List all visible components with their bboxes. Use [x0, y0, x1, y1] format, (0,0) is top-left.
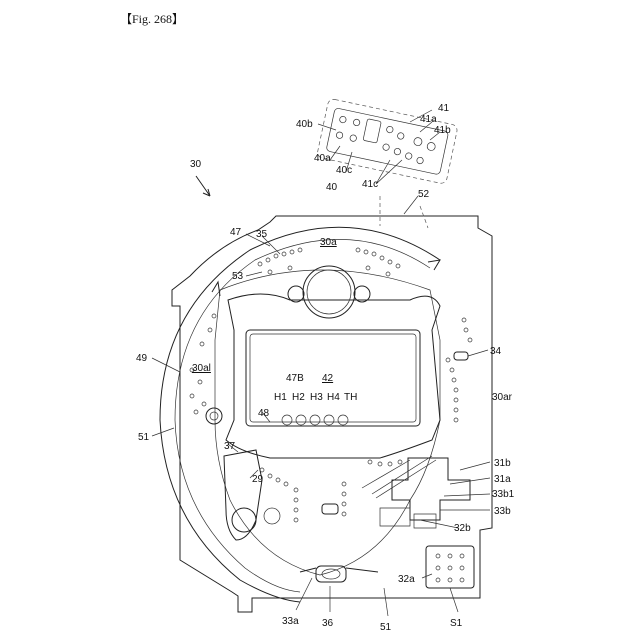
right-lower-frames — [380, 508, 436, 528]
label-40: 40 — [326, 182, 338, 193]
arrow-30-icon — [196, 176, 210, 196]
rear-panel-dots — [436, 554, 464, 582]
label-41c: 41c — [362, 179, 378, 190]
label-H1: H1 — [274, 392, 287, 403]
left-rail-outer — [160, 227, 440, 602]
label-30a: 30a — [320, 237, 337, 248]
label-40c: 40c — [336, 165, 352, 176]
label-30ar: 30ar — [492, 392, 513, 403]
label-30: 30 — [190, 159, 202, 170]
label-41: 41 — [438, 103, 450, 114]
label-40a: 40a — [314, 153, 331, 164]
label-31a: 31a — [494, 474, 511, 485]
panel-dash-link — [380, 196, 428, 228]
top-slot — [454, 352, 468, 360]
label-H2: H2 — [292, 392, 305, 403]
label-32b: 32b — [454, 523, 471, 534]
label-49: 49 — [136, 353, 148, 364]
label-33b: 33b — [494, 506, 511, 517]
label-H3: H3 — [310, 392, 323, 403]
pins-top — [258, 248, 400, 276]
label-52: 52 — [418, 189, 430, 200]
label-41a: 41a — [420, 114, 437, 125]
gear-48 — [206, 408, 222, 424]
label-TH: TH — [344, 392, 357, 403]
pins-right — [446, 318, 472, 422]
bottom-outlet — [316, 566, 346, 582]
left-rail-inner — [175, 239, 430, 592]
label-37: 37 — [224, 441, 236, 452]
label-51-bottom: 51 — [380, 622, 392, 633]
label-30al: 30al — [192, 363, 211, 374]
sensor-row — [282, 415, 348, 425]
rail-arrow-icon — [428, 260, 440, 270]
label-S1: S1 — [450, 618, 463, 629]
lower-left-dial-2 — [264, 508, 280, 524]
lower-left-unit — [224, 450, 262, 540]
label-33b1: 33b1 — [492, 489, 515, 500]
label-41b: 41b — [434, 125, 451, 136]
label-29: 29 — [252, 474, 264, 485]
lower-left-dial — [232, 508, 256, 532]
right-lower-unit — [392, 458, 470, 520]
board-outline — [172, 216, 492, 612]
center-dome-inner — [307, 270, 351, 314]
label-H4: H4 — [327, 392, 340, 403]
game-area — [215, 270, 440, 575]
label-47B: 47B — [286, 373, 304, 384]
rail-arrow-left-icon — [212, 282, 220, 296]
label-42: 42 — [322, 373, 334, 384]
label-53: 53 — [232, 271, 244, 282]
label-35: 35 — [256, 229, 268, 240]
label-48: 48 — [258, 408, 270, 419]
label-36: 36 — [322, 618, 334, 629]
label-40b: 40b — [296, 119, 313, 130]
center-dome — [303, 266, 355, 318]
label-32a: 32a — [398, 574, 415, 585]
label-51-left: 51 — [138, 432, 150, 443]
label-47: 47 — [230, 227, 242, 238]
label-34: 34 — [490, 346, 502, 357]
gear-48-core — [210, 412, 218, 420]
label-33a: 33a — [282, 616, 299, 627]
center-slot — [322, 504, 338, 514]
pins-bottom — [260, 460, 402, 522]
label-31b: 31b — [494, 458, 511, 469]
